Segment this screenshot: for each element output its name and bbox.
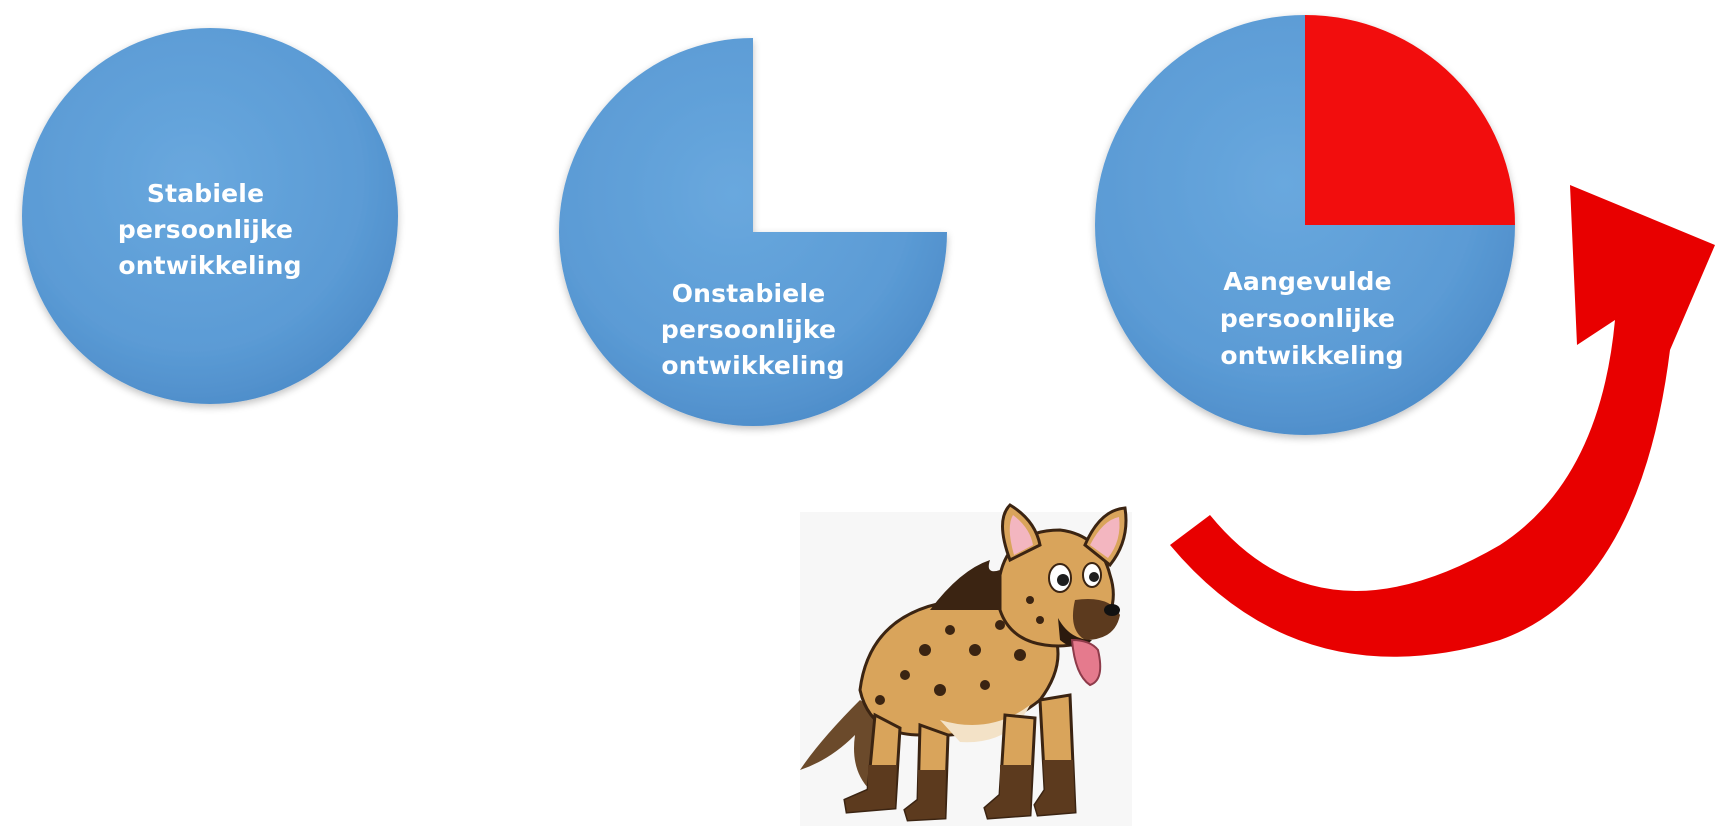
supplemented-red-quarter: [1305, 15, 1515, 225]
stable-label: Stabiele persoonlijke ontwikkeling: [118, 179, 302, 280]
supplemented-label: Aangevulde persoonlijke ontwikkeling: [1220, 267, 1404, 370]
unstable-pie: [559, 38, 947, 426]
stage-stable: [22, 28, 398, 404]
curved-arrow-icon: [1170, 185, 1715, 657]
stage-supplemented: [1095, 15, 1515, 435]
unstable-label: Onstabiele persoonlijke ontwikkeling: [661, 279, 845, 380]
stage-unstable: [559, 38, 947, 426]
stable-circle: [22, 28, 398, 404]
hyena-illustration: [800, 503, 1132, 826]
